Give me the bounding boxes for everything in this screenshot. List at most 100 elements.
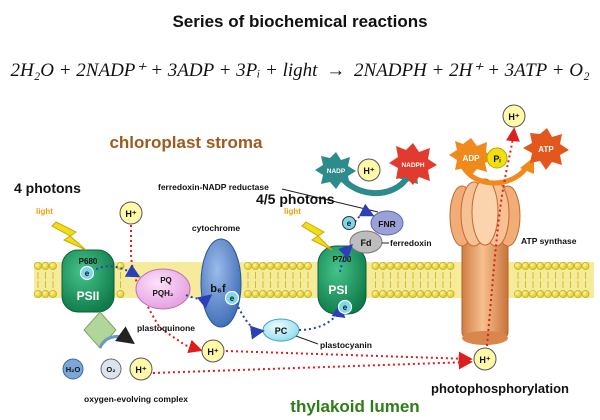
fnr: FNR [370,210,404,236]
proton-path-synthase [486,127,520,347]
proton-lumen-mid: H⁺ [201,339,225,363]
lipid-head [544,262,552,270]
lipid-head [34,290,42,298]
lipid-head [244,262,252,270]
thylakoid-membrane [34,262,594,298]
lipid-head [581,262,590,270]
proton-flow-paths [130,127,520,374]
light-label-psii: light [36,207,53,216]
lipid-head [431,262,440,270]
lipid-head [431,290,440,298]
psii-label: PSII [77,289,100,303]
lipid-head [416,262,425,270]
lipid-head [251,290,260,298]
oec-label: oxygen-evolving complex [84,394,188,404]
oxygen-evolving-complex-shape [83,311,117,349]
ferredoxin: Fd [349,230,383,254]
proton-text: H⁺ [125,209,136,219]
pqh2-label: PQH₂ [153,289,174,298]
stroma-label: chloroplast stroma [109,133,263,152]
atp-synthase-base [462,331,508,345]
lipid-head [551,262,560,270]
plastocyanin-leader [295,335,319,345]
water-badge: H₂O [62,358,84,380]
lipid-head [574,290,582,298]
fd-label: Fd [361,238,372,248]
lipid-head [251,262,260,270]
ferredoxin-label: ferredoxin [390,238,432,248]
pi-badge: Pᵢ [486,147,508,169]
proton-text: H⁺ [479,355,490,365]
lipid-head [544,290,552,298]
lipid-head [259,290,267,298]
lipid-head [304,290,312,298]
lipid-head [424,290,432,298]
proton-text: H⁺ [363,166,374,176]
fd-body [349,230,383,254]
pq-body [135,268,191,310]
p700-label: P700 [333,255,352,264]
lipid-head [446,290,455,298]
lipid-head [536,262,545,270]
cytochrome-label: cytochrome [192,223,240,233]
lipid-head [296,290,305,298]
electron-path-fnr [354,203,375,223]
lipid-head [371,262,380,270]
electron-b6f: e [224,290,240,306]
proton-path-lumen-mid [225,350,473,366]
lipid-head [266,290,275,298]
lipid-head [514,262,522,270]
lipid-head [439,290,447,298]
lipid-head [521,290,530,298]
plastocyanin-label: plastocyanin [320,340,372,350]
b6f-label: b₆f [210,283,226,295]
proton-text: H⁺ [508,112,519,122]
lipid-head [424,262,432,270]
proton-text: H⁺ [207,347,218,357]
proton-oec: H⁺ [129,357,153,381]
lipid-head [289,262,297,270]
equation-rhs: 2NADPH + 2H⁺ + 3ATP + O₂ [354,60,590,81]
pc-label: PC [275,326,288,336]
equation: 2H₂O + 2NADP⁺ + 3ADP + 3Pᵢ + light → 2NA… [10,60,590,81]
nadph-badge: NADPH [389,143,437,185]
electron-path-psi-fd [338,244,353,273]
lipid-head [559,290,567,298]
lipid-head [521,262,530,270]
lumen-label: thylakoid lumen [290,397,419,416]
lipid-head [574,262,582,270]
lipid-head [49,290,57,298]
light-label-psi: light [284,207,301,216]
lipid-head [416,290,425,298]
pq-label: PQ [160,276,172,285]
electron-transport-path [91,203,375,340]
water-text: H₂O [66,365,81,374]
electron-text: e [230,294,235,303]
adp-text: ADP [463,154,481,163]
lipid-head [116,290,125,298]
lipid-head [566,290,575,298]
pi-text: Pᵢ [493,154,501,164]
lipid-head [371,290,380,298]
photons-psii-label: 4 photons [14,180,81,196]
equation-arrow: → [326,60,345,81]
diagram-title: Series of biochemical reactions [172,12,427,31]
atp-synthase-stalk [461,235,509,339]
plastocyanin: PC [262,318,300,342]
p680-label: P680 [79,257,98,266]
electron-text: e [347,219,352,228]
nadph-text: NADPH [401,162,424,169]
adp-badge: ADP [449,138,494,176]
electron-path-pq-b6f [185,294,213,309]
lipid-head [274,262,282,270]
electron-text: e [85,269,90,278]
lipid-head [401,290,410,298]
atp-synthase-head [449,178,521,247]
oxygen-text: O₂ [106,365,115,374]
plastoquinone: PQ PQH₂ [135,268,191,310]
lipid-head [379,262,387,270]
electron-fd: e [342,216,356,230]
proton-lumen-right: H⁺ [473,347,497,371]
lipid-head [386,262,395,270]
